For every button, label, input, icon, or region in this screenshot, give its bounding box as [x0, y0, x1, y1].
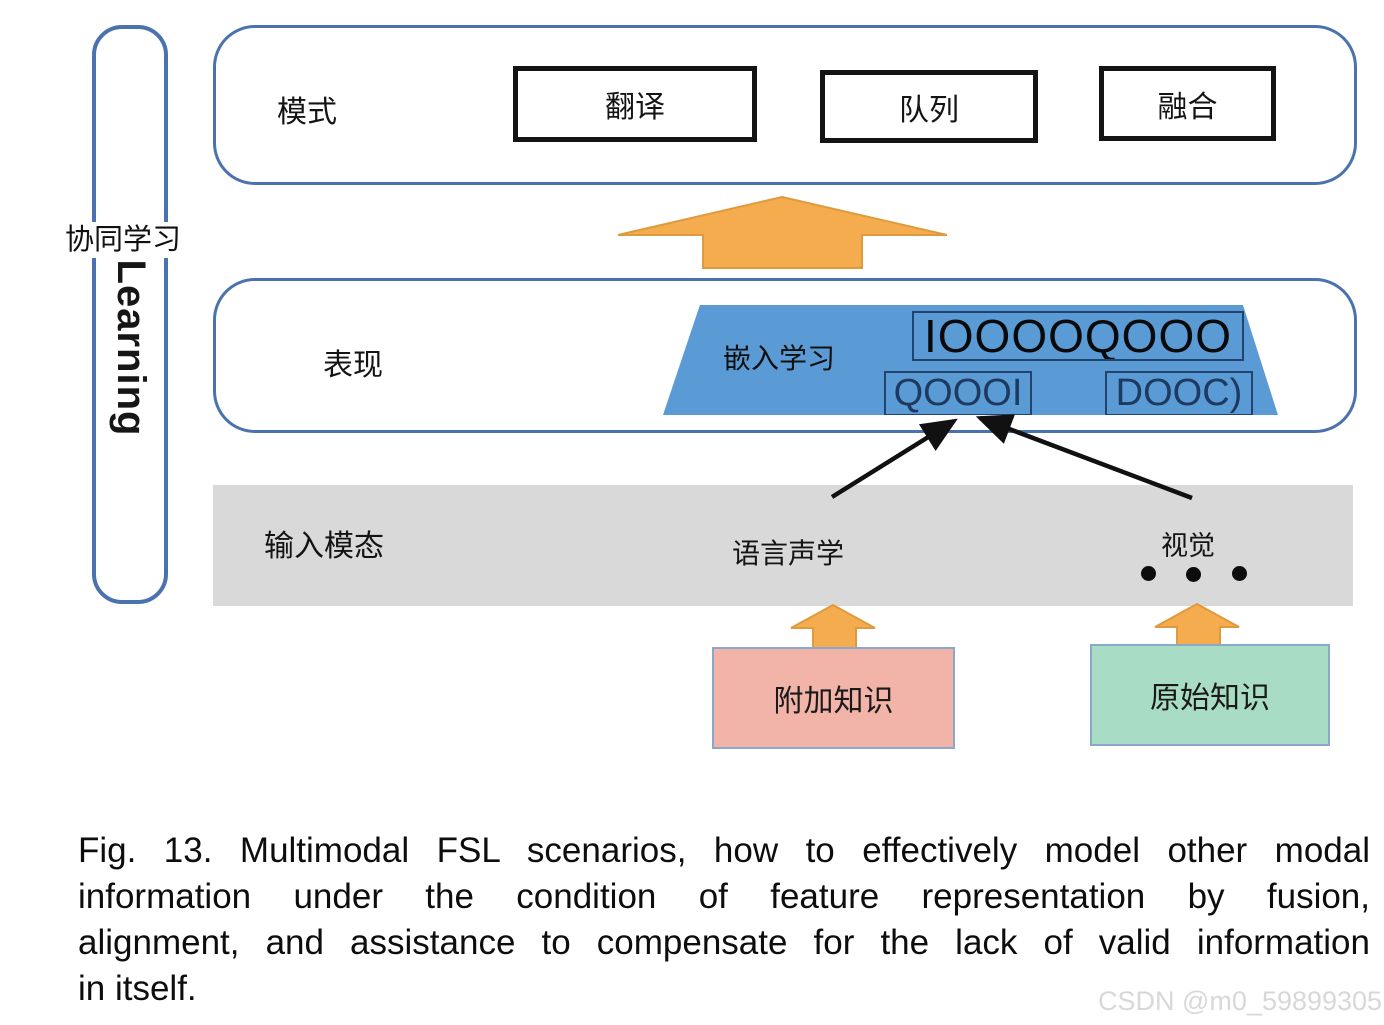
caption-line: alignment, and assistance to compensate …: [78, 923, 1370, 962]
language-acoustics-label: 语言声学: [732, 538, 845, 569]
caption-line: in itself.: [78, 969, 197, 1008]
additional-knowledge-box: 附加知识: [712, 647, 955, 749]
embedding-node-row-top: IOOOOQOOO: [912, 311, 1244, 361]
up-arrow-icon: [1154, 603, 1240, 648]
fusion-box: 融合: [1099, 66, 1276, 141]
embedding-learning-label: 嵌入学习: [723, 343, 836, 374]
caption-line: information under the condition of featu…: [78, 877, 1370, 916]
translation-box: 翻译: [513, 66, 757, 142]
embedding-node-row-bottom-left: QOOOI: [884, 371, 1032, 415]
embedding-node-row-bottom-right: DOOC): [1105, 371, 1253, 415]
caption-line: Fig. 13. Multimodal FSL scenarios, how t…: [78, 831, 1370, 870]
representation-section-label: 表现: [323, 349, 383, 382]
collaborative-learning-tag: 协同学习: [62, 222, 185, 258]
original-knowledge-box: 原始知识: [1090, 644, 1330, 746]
embedding-trapezoid: 嵌入学习 IOOOOQOOO QOOOI DOOC): [663, 305, 1278, 415]
csdn-watermark: CSDN @m0_59899305: [1098, 986, 1383, 1016]
figure-caption: Fig. 13. Multimodal FSL scenarios, how t…: [78, 828, 1370, 1012]
vision-label: 视觉: [1161, 531, 1215, 561]
ellipsis-dot: [1186, 567, 1201, 582]
up-arrow-icon: [617, 196, 948, 269]
ellipsis-dot: [1232, 566, 1247, 581]
input-modality-label: 输入模态: [264, 530, 384, 563]
input-modality-band: 输入模态 语言声学 视觉: [213, 485, 1353, 606]
pattern-section-label: 模式: [277, 96, 337, 129]
up-arrow-icon: [790, 604, 876, 649]
learning-vertical-label: Learning: [109, 259, 153, 437]
alignment-box: 队列: [820, 70, 1038, 143]
collaborative-learning-bar: [92, 25, 168, 604]
ellipsis-dot: [1141, 566, 1156, 581]
